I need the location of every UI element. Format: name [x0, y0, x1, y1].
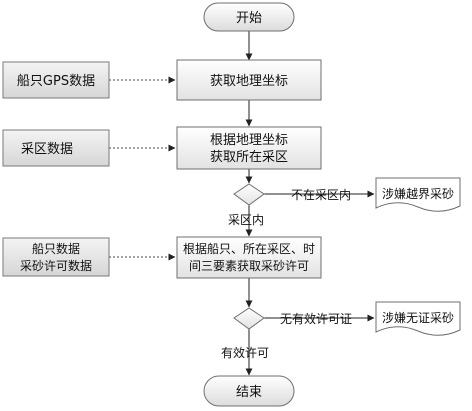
end-label: 结束 — [236, 385, 262, 400]
decision-area-no-label: 不在采区内 — [291, 188, 351, 202]
process-get-permit-line2: 间三要素获取采砂许可 — [189, 259, 309, 273]
outcome-no-permit: 涉嫌无证采砂 — [375, 301, 461, 336]
source-mining-area-label: 采区数据 — [21, 142, 73, 157]
outcome-cross-border: 涉嫌越界采砂 — [375, 177, 461, 212]
outcome-no-permit-label: 涉嫌无证采砂 — [382, 311, 454, 325]
decision-in-mining-area — [233, 183, 265, 206]
process-get-permit-line1: 根据船只、所在采区、时 — [183, 242, 315, 256]
process-get-mining-area-line2: 获取所在采区 — [210, 150, 288, 165]
start-node: 开始 — [203, 2, 295, 32]
process-get-permit: 根据船只、所在采区、时 间三要素获取采砂许可 — [176, 236, 322, 279]
outcome-cross-border-label: 涉嫌越界采砂 — [382, 187, 454, 201]
decision-permit-yes-label: 有效许可 — [221, 345, 269, 360]
source-mining-area: 采区数据 — [2, 129, 110, 167]
decision-valid-permit — [233, 307, 265, 330]
process-get-mining-area-line1: 根据地理坐标 — [210, 133, 288, 148]
process-get-mining-area: 根据地理坐标 获取所在采区 — [176, 126, 322, 170]
source-ship-gps: 船只GPS数据 — [2, 61, 110, 99]
source-ship-permit-line2: 采砂许可数据 — [20, 258, 92, 273]
process-get-coordinates: 获取地理坐标 — [176, 59, 322, 101]
source-ship-permit: 船只数据 采砂许可数据 — [2, 237, 110, 277]
start-label: 开始 — [236, 11, 262, 26]
process-get-coordinates-label: 获取地理坐标 — [210, 74, 288, 89]
source-ship-permit-line1: 船只数据 — [32, 241, 80, 256]
decision-area-yes-label: 采区内 — [228, 213, 264, 227]
source-ship-gps-label: 船只GPS数据 — [17, 74, 95, 89]
end-node: 结束 — [203, 375, 295, 407]
decision-permit-no-label: 无有效许可证 — [280, 311, 352, 326]
